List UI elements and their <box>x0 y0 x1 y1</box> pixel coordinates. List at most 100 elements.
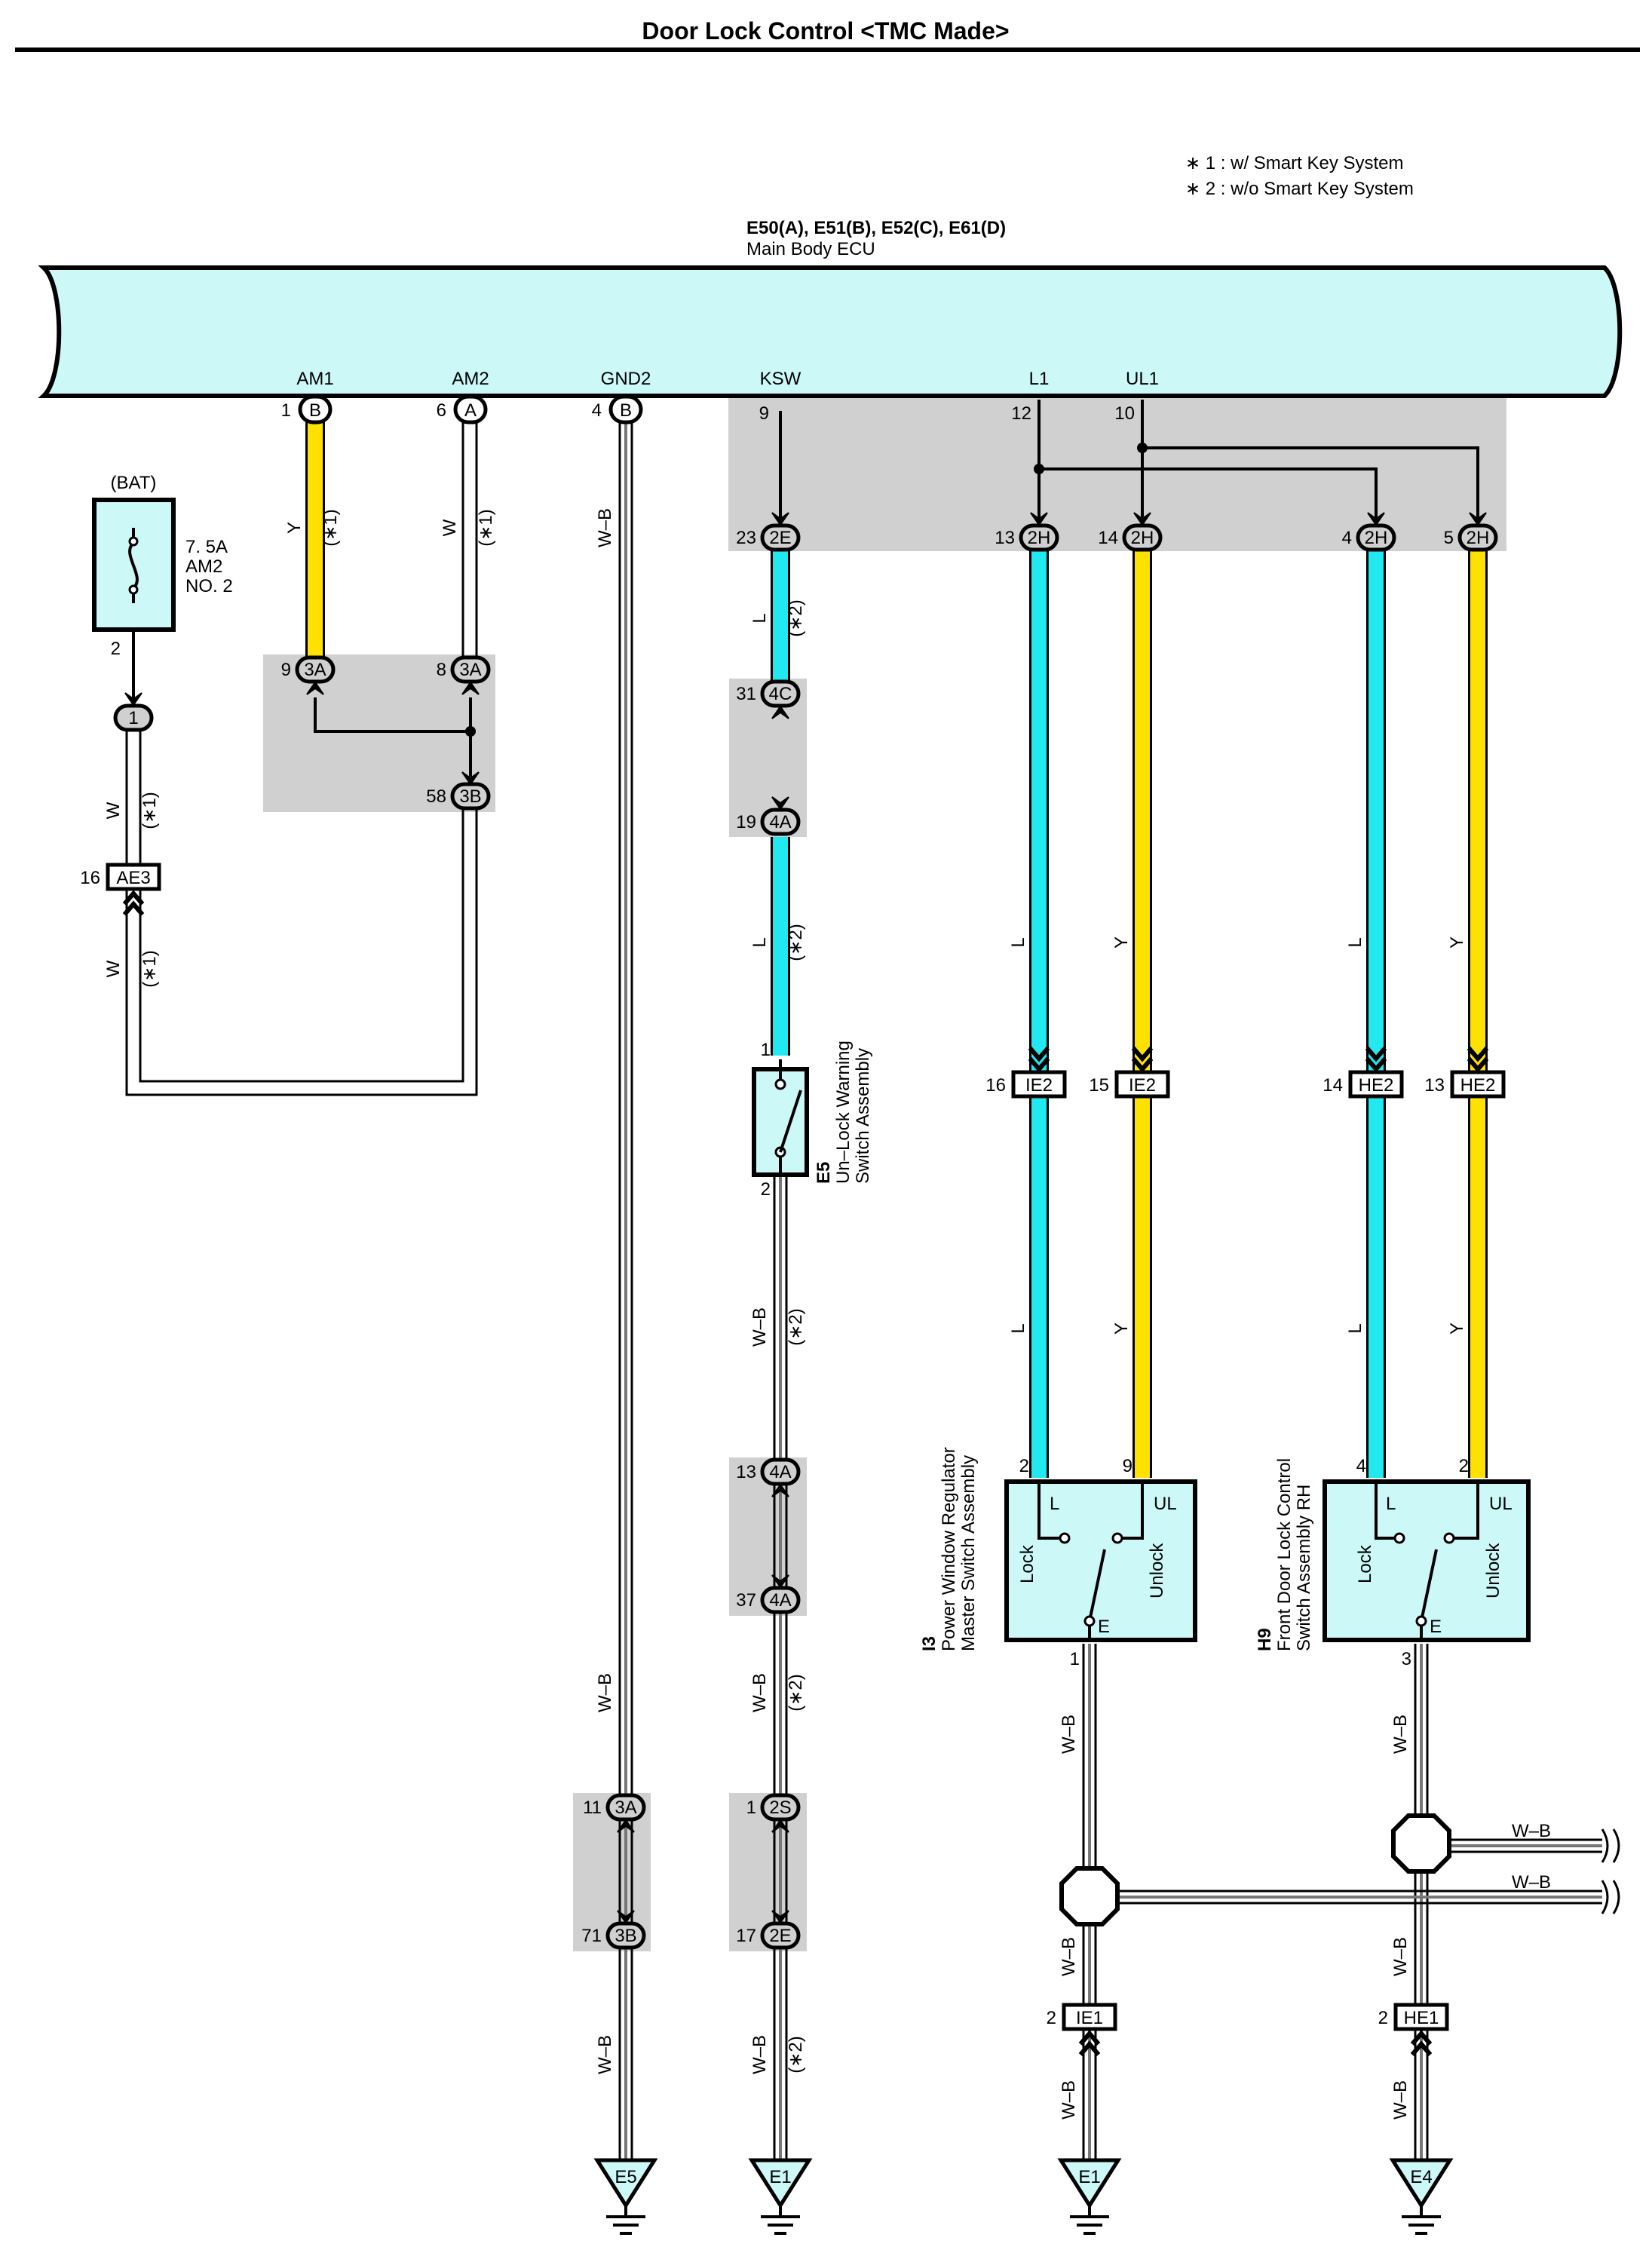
svg-text:(∗1): (∗1) <box>320 509 341 546</box>
svg-text:(∗1): (∗1) <box>139 792 160 829</box>
wire-label-7: W–B(∗2) <box>749 1307 806 1347</box>
svg-text:E5: E5 <box>615 2167 636 2187</box>
wire-label-20: W–B <box>1059 1715 1079 1754</box>
ecu-terminal-gnd2: GND2 <box>601 369 651 389</box>
svg-text:(∗1): (∗1) <box>139 950 160 987</box>
svg-text:W–B: W–B <box>749 2035 770 2074</box>
svg-text:E1: E1 <box>1078 2167 1100 2187</box>
svg-text:IE2: IE2 <box>1129 1075 1156 1096</box>
svg-text:W–B: W–B <box>1390 2080 1411 2119</box>
splice-h9 <box>1391 1813 1451 1874</box>
svg-text:2E: 2E <box>769 528 791 548</box>
svg-text:A: A <box>464 400 477 421</box>
svg-text:Unlock: Unlock <box>1483 1543 1503 1598</box>
svg-text:2S: 2S <box>769 1798 791 1818</box>
wire-label-25: W–B <box>1390 2080 1411 2119</box>
wire-label-13: Y <box>1111 936 1132 949</box>
svg-text:Y: Y <box>1447 1323 1467 1335</box>
svg-text:31: 31 <box>736 684 756 704</box>
wire-label-12: L <box>1008 937 1028 947</box>
svg-text:3B: 3B <box>459 786 481 807</box>
svg-text:6: 6 <box>437 400 446 421</box>
svg-text:E: E <box>1430 1617 1442 1637</box>
wire-label-9: W–B(∗2) <box>749 2035 806 2074</box>
svg-text:3A: 3A <box>459 660 481 680</box>
svg-text:Y: Y <box>1447 936 1467 949</box>
wire-label-22: W–B <box>1059 1937 1079 1976</box>
svg-text:W: W <box>440 519 460 536</box>
svg-text:L: L <box>1008 1323 1028 1333</box>
svg-text:W: W <box>103 802 124 819</box>
ecu-terminal-am1: AM1 <box>296 369 333 389</box>
connector-ecu-b-gnd2 <box>608 394 643 425</box>
svg-text:W–B: W–B <box>1059 1937 1079 1976</box>
svg-text:W–B: W–B <box>749 1673 770 1712</box>
svg-text:17: 17 <box>736 1926 756 1946</box>
svg-text:13: 13 <box>1424 1075 1445 1096</box>
svg-text:9: 9 <box>281 660 291 680</box>
svg-text:W–B: W–B <box>1059 1715 1079 1754</box>
svg-text:2H: 2H <box>1365 528 1388 548</box>
svg-text:L: L <box>1345 1323 1365 1333</box>
svg-text:1: 1 <box>1070 1649 1080 1669</box>
connector-ecu-a-am2 <box>453 394 488 425</box>
ecu-terminal-ksw: KSW <box>760 369 801 389</box>
fuse-number: NO. 2 <box>185 576 233 596</box>
connector-pill-3a-9: 3A9 <box>281 655 336 684</box>
switch-contact <box>779 1090 802 1153</box>
h9-name-2: Switch Assembly RH <box>1294 1485 1314 1651</box>
wire-label-15: Y <box>1447 936 1467 949</box>
wire-label-16: L <box>1008 1323 1028 1333</box>
fuse-rating: 7. 5A <box>185 537 228 557</box>
bus-label-upper: W–B <box>1512 1821 1551 1841</box>
e5-name-2: Switch Assembly <box>853 1048 873 1184</box>
svg-text:4: 4 <box>1342 528 1352 548</box>
svg-text:E: E <box>1098 1617 1110 1637</box>
main-body-ecu <box>38 265 1623 398</box>
ecu-connectors: E50(A), E51(B), E52(C), E61(D) <box>746 218 1006 238</box>
connector-pill-3a-8: 3A8 <box>437 655 491 684</box>
svg-text:L: L <box>749 937 770 947</box>
wire-label-23: W–B <box>1390 1937 1411 1976</box>
svg-text:(∗2): (∗2) <box>786 1674 806 1711</box>
wire-label-24: W–B <box>1059 2080 1079 2119</box>
wire-label-11: W–B <box>595 2035 615 2074</box>
svg-text:4: 4 <box>592 400 602 421</box>
svg-text:1: 1 <box>746 1798 756 1818</box>
svg-text:2: 2 <box>1047 2008 1056 2028</box>
e5-name-1: Un–Lock Warning <box>833 1041 854 1184</box>
svg-text:W–B: W–B <box>595 508 615 547</box>
svg-text:12: 12 <box>1011 403 1031 424</box>
svg-text:4A: 4A <box>769 812 791 832</box>
svg-text:19: 19 <box>736 812 756 832</box>
ground-e1-2: E1 <box>1057 2158 1122 2235</box>
wire-label-4: W(∗1) <box>103 950 160 987</box>
svg-text:2H: 2H <box>1467 528 1490 548</box>
svg-text:W–B: W–B <box>1390 1937 1411 1976</box>
wire-label-18: L <box>1345 1323 1365 1333</box>
svg-text:Y: Y <box>1111 1323 1132 1335</box>
svg-text:W–B: W–B <box>595 1673 615 1712</box>
wire-label-21: W–B <box>1390 1715 1411 1754</box>
ecu-terminal-ul1: UL1 <box>1126 369 1159 389</box>
fuse-box <box>92 498 176 632</box>
wire-label-1: W(∗1) <box>440 509 496 546</box>
svg-text:(∗2): (∗2) <box>786 924 806 961</box>
svg-text:(∗2): (∗2) <box>786 599 806 636</box>
svg-text:13: 13 <box>995 528 1015 548</box>
svg-text:Y: Y <box>284 522 305 534</box>
connector-pill-2h-5: 2H5 <box>1444 523 1498 552</box>
wire-label-0: Y (∗1) <box>284 509 341 546</box>
svg-text:L: L <box>1050 1494 1059 1514</box>
svg-text:9: 9 <box>759 403 769 424</box>
wire-gnd2-wb <box>618 422 633 2172</box>
